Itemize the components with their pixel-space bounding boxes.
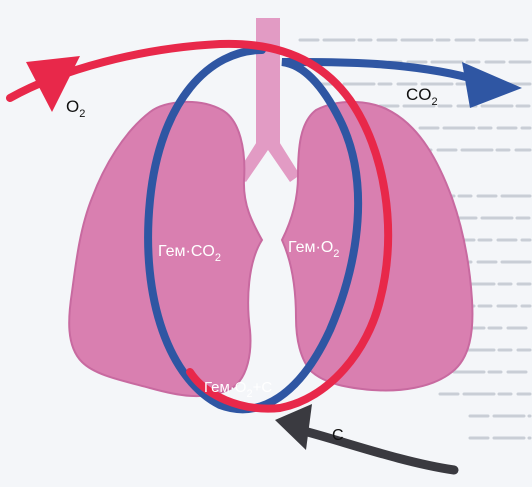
bronchi [236, 140, 300, 182]
dark-c-arrow-shaft [300, 430, 454, 470]
lungs-illustration [69, 18, 472, 396]
blue-co2-arrow [462, 62, 522, 108]
trachea [256, 18, 280, 148]
co2-label: CO2 [406, 85, 438, 108]
o2-label: O2 [66, 97, 85, 120]
c-label: C [332, 427, 344, 444]
